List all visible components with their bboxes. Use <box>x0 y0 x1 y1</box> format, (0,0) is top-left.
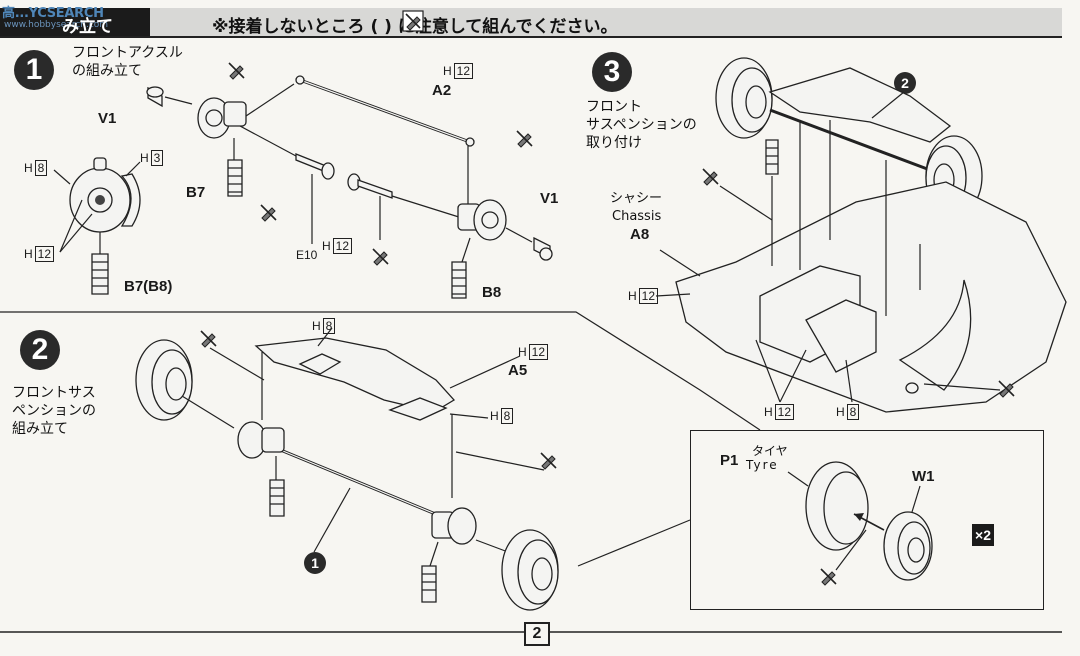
wheel-left <box>135 339 193 421</box>
step-2-title-line-1: フロントサス <box>12 385 96 401</box>
v1-cap-right <box>533 236 553 261</box>
part-a2: A2 <box>432 82 452 99</box>
watermark-url: www.hobbysearch.com <box>4 20 109 30</box>
step-1-number: 1 <box>14 50 54 90</box>
chassis-a8 <box>675 181 1067 413</box>
step-3-number: 3 <box>592 52 632 92</box>
no-glue-icon-s3a <box>702 168 719 186</box>
no-glue-icon-s2b <box>540 452 557 470</box>
front-suspension-assembly <box>715 57 983 245</box>
part-v1-left: V1 <box>98 110 117 127</box>
b7-knuckle <box>197 97 247 197</box>
no-glue-icon-s1c <box>260 204 277 222</box>
step-3-title-line-2: サスペンションの <box>586 117 697 133</box>
part-b7: B7 <box>186 184 206 201</box>
part-w1: W1 <box>912 468 935 485</box>
glue-warning-note: ※接着しないところ ( ) に注意して組んでください。 <box>212 17 618 37</box>
part-a8: A8 <box>630 226 650 243</box>
knuckle-right-2 <box>421 507 477 603</box>
chassis-label-jp: シャシー <box>610 191 663 206</box>
header-band <box>0 8 1062 38</box>
tyre-inset-box <box>690 430 1044 610</box>
step-2-subassembly-marker: 2 <box>894 72 916 94</box>
knuckle-left-2 <box>237 421 285 517</box>
no-glue-icon-s1d <box>372 248 389 266</box>
b7-b8-detail <box>53 157 141 295</box>
step-1-title-line-1: フロントアクスル <box>72 45 183 61</box>
part-v1-right: V1 <box>540 190 559 207</box>
wheel-right <box>501 529 559 611</box>
page-number: 2 <box>524 622 550 646</box>
part-b7-b8: B7(B8) <box>124 278 173 295</box>
no-glue-icon-s2a <box>200 330 217 348</box>
step-2-number: 2 <box>20 330 60 370</box>
watermark: 高...YCSEARCH <box>2 6 104 21</box>
tyre-label-jp: タイヤ <box>752 444 788 458</box>
tyre-label-en: Tyre <box>746 458 779 472</box>
step-3-title-line-3: 取り付け <box>586 135 642 151</box>
no-glue-icon-s1b <box>516 130 533 148</box>
step-2-title-line-2: ペンションの <box>12 403 96 419</box>
e10-pin-2 <box>347 173 393 199</box>
header-title-block <box>0 8 150 36</box>
section-title: み立て <box>62 17 113 37</box>
a5-arm <box>254 337 456 421</box>
e10-pin-1 <box>295 153 335 180</box>
part-e10: E10 <box>296 248 318 262</box>
step-3-title-line-1: フロント <box>586 99 642 115</box>
no-glue-icon-s1a <box>228 62 245 80</box>
step-1-subassembly-marker: 1 <box>304 552 326 574</box>
chassis-label-en: Chassis <box>612 209 662 224</box>
quantity-badge: ×2 <box>972 524 994 546</box>
part-b8: B8 <box>482 284 502 301</box>
step-1-title-line-2: の組み立て <box>72 63 142 79</box>
part-a5: A5 <box>508 362 528 379</box>
v1-cap-left <box>146 86 164 108</box>
step-2-title-line-3: 組み立て <box>12 421 68 437</box>
part-p1: P1 <box>720 452 739 469</box>
no-glue-icon-s3b <box>998 380 1015 398</box>
